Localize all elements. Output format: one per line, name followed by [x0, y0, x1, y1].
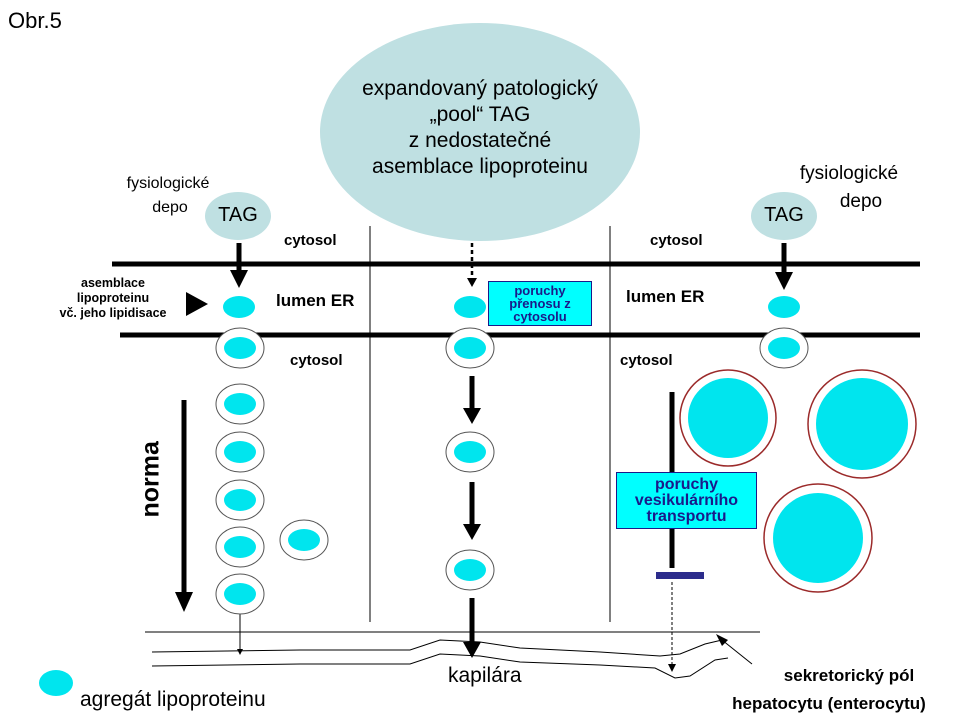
- large-vesicle: [763, 483, 873, 593]
- tag-arrowhead-left: [230, 270, 248, 288]
- vesicle: [445, 327, 495, 369]
- vesicle: [215, 526, 265, 568]
- depot-line: fysiologické: [799, 163, 899, 184]
- pool-dotted-arrowhead: [467, 278, 477, 287]
- pool-line: expandovaný patologický: [362, 77, 598, 100]
- vesicle: [215, 383, 265, 425]
- left-depot-label: fysiologické depo: [108, 172, 228, 220]
- legend-particle: [39, 670, 73, 696]
- assembly-label: asemblace lipoproteinu vč. jeho lipidisa…: [40, 276, 186, 321]
- capillary-wall-bottom: [151, 653, 729, 679]
- transfer-defect-box: poruchy přenosu z cytosolu: [488, 281, 592, 326]
- assembly-line: vč. jeho lipidisace: [59, 306, 167, 320]
- pool-line: z nedostatečné: [408, 129, 552, 152]
- mid-arrowhead-2: [463, 524, 481, 540]
- lumen-er-label: lumen ER: [276, 291, 355, 310]
- secretory-line: sekretorický pól: [783, 666, 915, 685]
- capillary-label: kapilára: [448, 664, 522, 687]
- vesicle: [215, 573, 265, 615]
- secretory-line: hepatocytu (enterocytu): [732, 694, 926, 713]
- capillary-wall-top: [151, 639, 723, 657]
- tag-depot-left: [205, 192, 271, 240]
- vesicle: [215, 479, 265, 521]
- figure-label: Obr.5: [8, 8, 62, 33]
- mid-arrowhead-1: [463, 408, 481, 424]
- er-lumen-particle: [223, 296, 255, 318]
- large-vesicle: [679, 369, 777, 467]
- norma-label: norma: [136, 441, 165, 518]
- vesicle: [215, 431, 265, 473]
- cytosol-label: cytosol: [290, 352, 343, 369]
- blocked-dashed-arrowhead: [668, 664, 676, 672]
- tag-arrowhead-right: [775, 272, 793, 290]
- assembly-line: asemblace: [81, 276, 145, 290]
- legend-label: agregát lipoproteinu: [80, 688, 266, 711]
- box-line: přenosu z: [509, 296, 571, 311]
- pool-text: expandovaný patologický „pool“ TAG z ned…: [320, 76, 640, 180]
- vesicle: [445, 431, 495, 473]
- cytosol-label: cytosol: [284, 232, 337, 249]
- cytosol-label: cytosol: [650, 232, 703, 249]
- box-line: cytosolu: [513, 309, 567, 324]
- cytosol-label: cytosol: [620, 352, 673, 369]
- tag-label-right: TAG: [764, 204, 804, 226]
- secretory-pointer: [721, 639, 753, 665]
- large-vesicle: [807, 369, 917, 479]
- secretory-pole-label: sekretorický pól hepatocytu (enterocytu): [704, 662, 954, 718]
- vesicle: [215, 327, 265, 369]
- vesicle: [759, 327, 809, 369]
- vesicular-defect-box: poruchy vesikulárního transportu: [616, 472, 757, 529]
- box-line: vesikulárního: [634, 492, 739, 509]
- tag-depot-right: [751, 192, 817, 240]
- mid-arrowhead-3: [463, 642, 481, 658]
- depot-line: depo: [152, 199, 188, 216]
- right-depot-label: fysiologické depo: [780, 160, 918, 216]
- box-line: poruchy: [514, 283, 566, 298]
- assembly-line: lipoproteinu: [76, 291, 150, 305]
- box-line: transportu: [646, 508, 727, 525]
- assembly-pointer: [186, 292, 208, 316]
- block-bar: [656, 572, 704, 579]
- er-lumen-particle: [768, 296, 800, 318]
- box-line: poruchy: [654, 476, 719, 493]
- pathological-pool: [320, 23, 640, 241]
- secretory-pointer-head: [716, 634, 728, 646]
- tag-label-left: TAG: [218, 204, 258, 226]
- er-lumen-particle: [454, 296, 486, 318]
- lumen-er-label: lumen ER: [626, 287, 705, 306]
- pool-line: asemblace lipoproteinu: [372, 155, 588, 178]
- norma-arrowhead: [175, 592, 193, 612]
- depot-line: depo: [839, 191, 883, 212]
- depot-line: fysiologické: [126, 175, 210, 192]
- vesicle: [279, 519, 329, 561]
- vesicle: [445, 549, 495, 591]
- pool-line: „pool“ TAG: [429, 103, 531, 126]
